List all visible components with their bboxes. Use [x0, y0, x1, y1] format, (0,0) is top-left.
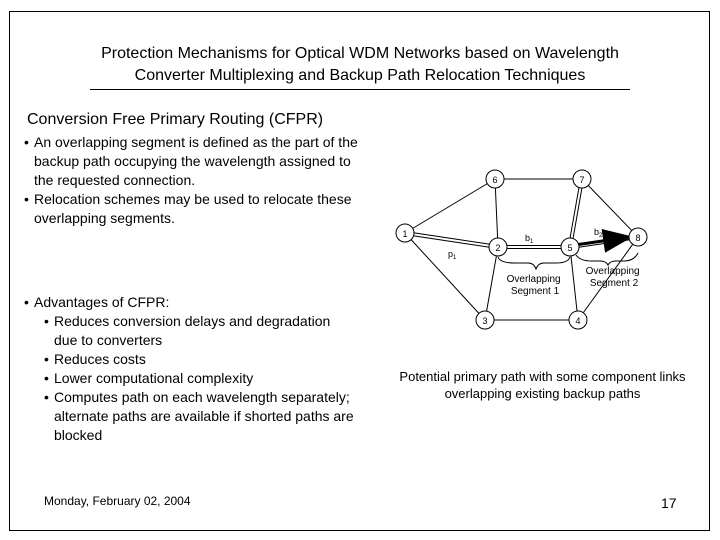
bullet-text: An overlapping segment is defined as the… [34, 134, 358, 188]
topology-links [404, 178, 639, 321]
overlap-segment-1-brace [497, 256, 571, 271]
bullet-list-advantages: •Advantages of CFPR: •Reduces conversion… [24, 293, 354, 445]
node-4: 4 [568, 310, 588, 330]
network-diagram: 1 2 3 4 5 6 7 8 p1 b1 b2 Overlapping Seg… [395, 169, 648, 330]
label-b2: b2 [594, 227, 603, 239]
network-nodes: 1 2 3 4 5 6 7 8 [395, 169, 648, 330]
section-heading: Conversion Free Primary Routing (CFPR) [27, 111, 324, 128]
sub-bullet-text: Lower computational complexity [54, 370, 254, 386]
label-b1: b1 [525, 233, 534, 245]
title-line-2: Converter Multiplexing and Backup Path R… [134, 67, 586, 84]
backup-path-b2-arrow [574, 229, 633, 253]
footer-date: Monday, February 02, 2004 [44, 494, 191, 508]
diagram-caption: Potential primary path with some compone… [385, 368, 700, 402]
node-6: 6 [485, 169, 505, 189]
svg-text:4: 4 [575, 316, 580, 326]
caption-line-1: Potential primary path with some compone… [399, 369, 686, 384]
node-7: 7 [572, 169, 592, 189]
label-p1: p1 [448, 249, 457, 261]
sub-bullet-text: Reduces costs [54, 351, 146, 367]
sub-bullet-item: •Reduces conversion delays and degradati… [44, 313, 331, 348]
slide-frame [9, 11, 710, 531]
overlap-segment-2-label: Overlapping Segment 2 [586, 266, 643, 289]
svg-text:3: 3 [482, 316, 487, 326]
title-underline [90, 89, 630, 90]
bullet-item: •An overlapping segment is defined as th… [24, 134, 358, 188]
svg-text:2: 2 [495, 243, 500, 253]
caption-line-2: overlapping existing backup paths [444, 386, 641, 401]
bullet-item: •Relocation schemes may be used to reloc… [24, 191, 352, 226]
svg-text:6: 6 [492, 175, 497, 185]
sub-bullet-item: •Computes path on each wavelength separa… [44, 389, 354, 443]
sub-bullet-text: Computes path on each wavelength separat… [54, 389, 354, 443]
svg-text:5: 5 [567, 243, 572, 253]
svg-text:1: 1 [402, 229, 407, 239]
svg-text:7: 7 [579, 175, 584, 185]
bullet-list-top: •An overlapping segment is defined as th… [24, 133, 369, 228]
backup-path-b1 [568, 178, 584, 248]
node-5: 5 [560, 237, 580, 257]
sub-bullet-text: Reduces conversion delays and degradatio… [54, 313, 331, 348]
node-3: 3 [475, 310, 495, 330]
sub-bullet-item: •Lower computational complexity [44, 370, 254, 386]
node-2: 2 [488, 237, 508, 257]
title-line-1: Protection Mechanisms for Optical WDM Ne… [101, 45, 619, 62]
overlap-segment-1-label: Overlapping Segment 1 [507, 274, 564, 297]
node-8: 8 [628, 227, 648, 247]
svg-text:8: 8 [635, 233, 640, 243]
bullet-text: Relocation schemes may be used to reloca… [34, 191, 352, 226]
sub-bullet-list: •Reduces conversion delays and degradati… [34, 312, 354, 445]
sub-bullet-item: •Reduces costs [44, 351, 146, 367]
overlap-segment-2-brace [575, 252, 639, 267]
bullet-text: Advantages of CFPR: [34, 294, 170, 310]
bullet-item: •Advantages of CFPR: •Reduces conversion… [24, 294, 354, 445]
slide-title: Protection Mechanisms for Optical WDM Ne… [20, 43, 700, 87]
node-1: 1 [395, 223, 415, 243]
page-number: 17 [661, 495, 677, 511]
